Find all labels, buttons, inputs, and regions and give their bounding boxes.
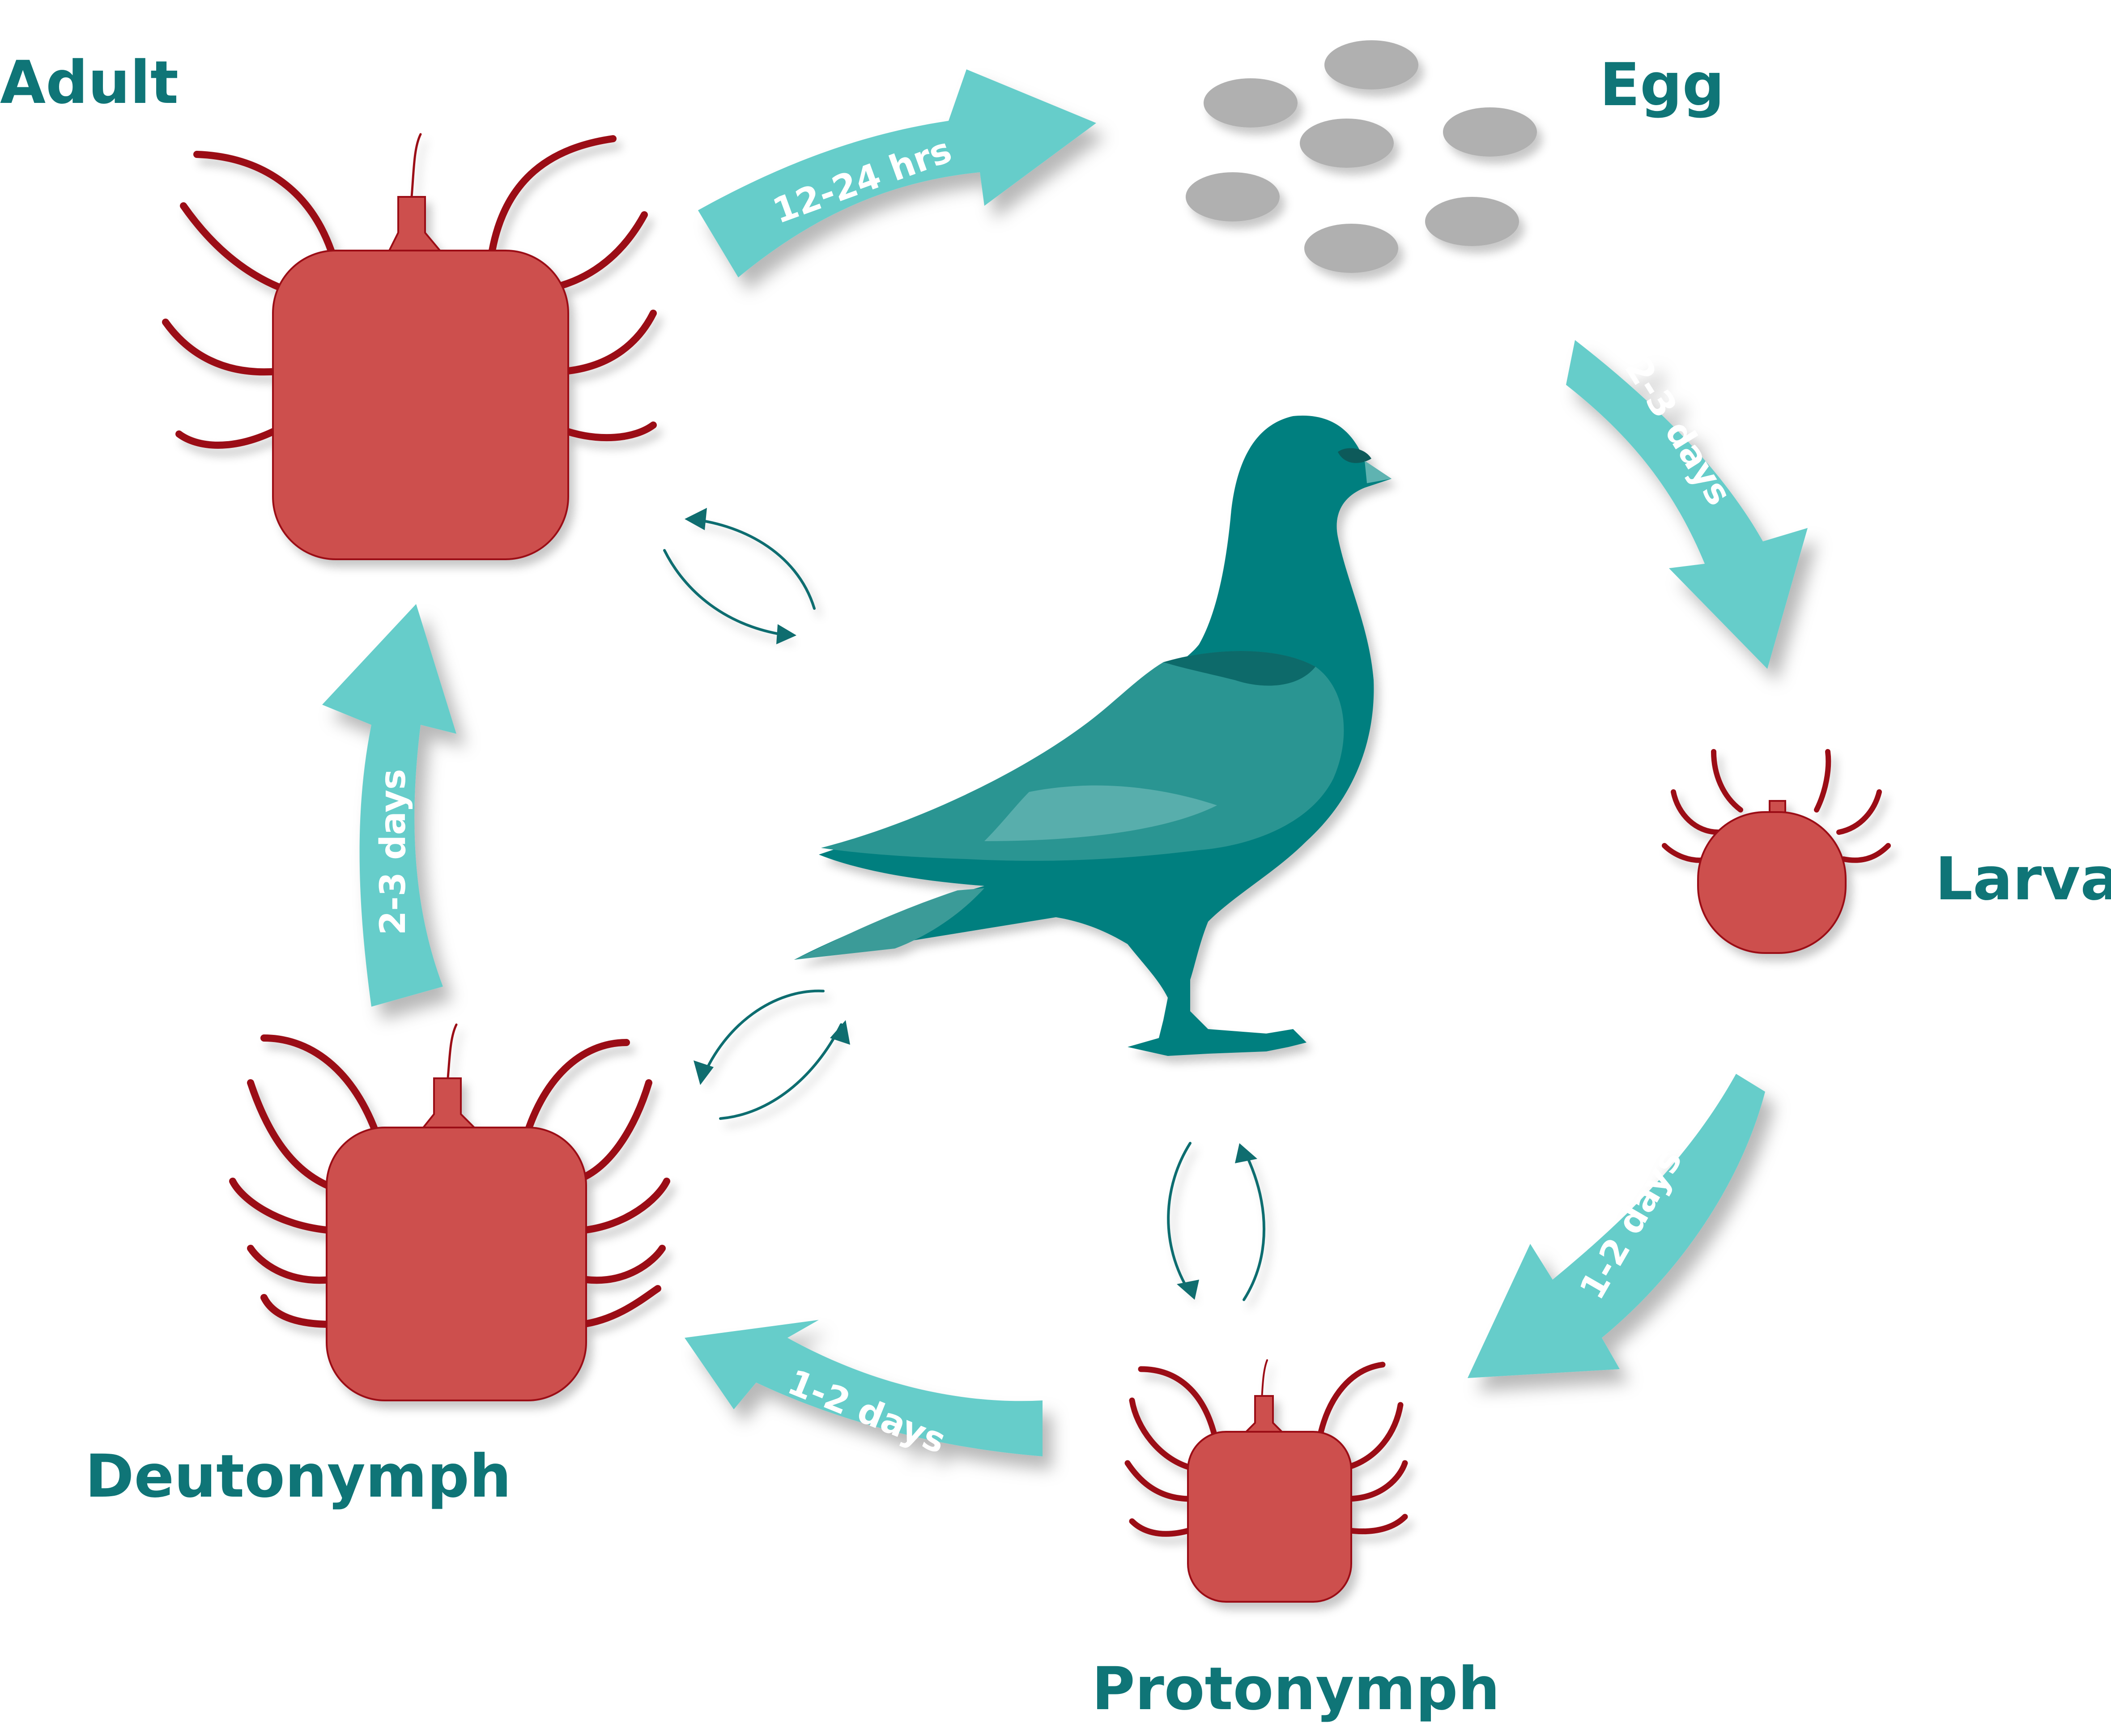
egg-4: [1443, 107, 1537, 157]
duration-label-deutonymph-to-adult: 2-3 days: [373, 769, 413, 935]
stage-label-protonymph: Protonymph: [1092, 1655, 1500, 1723]
swap-arrowhead: [830, 1020, 850, 1045]
egg-cluster-icon: [1186, 40, 1537, 273]
egg-1: [1324, 40, 1418, 89]
egg-7: [1425, 197, 1519, 246]
cycle-arrow-larva-to-protonymph: 1-2 days: [1468, 1074, 1765, 1378]
swap-arrowhead: [1177, 1280, 1199, 1300]
swap-arrowhead: [685, 508, 707, 530]
egg-6: [1304, 224, 1398, 273]
stage-label-egg: Egg: [1600, 51, 1724, 119]
swap-arrowhead: [776, 624, 796, 644]
swap-arrowhead: [694, 1060, 714, 1085]
stage-label-larva: Larva: [1935, 845, 2111, 914]
cycle-arrow-adult-to-egg: 12-24 hrs: [698, 69, 1096, 277]
egg-5: [1186, 172, 1280, 221]
stage-label-adult: Adult: [0, 48, 179, 117]
swap-arrowhead: [1235, 1143, 1257, 1163]
deutonymph-mite-icon: [229, 1023, 670, 1401]
adult-mite-icon: [162, 133, 657, 560]
cycle-arrow-egg-to-larva: 2-3 days: [1566, 340, 1808, 669]
pigeon-icon: [794, 415, 1392, 1056]
larva-mite-icon: [1662, 749, 1891, 954]
cycle-arrow-protonymph-to-deutonymph: 1-2 days: [685, 1320, 1043, 1462]
egg-2: [1204, 78, 1298, 128]
swap-arrows-icon-protonymph: [1167, 1142, 1265, 1301]
swap-arrows-icon-deutonymph: [701, 989, 843, 1120]
cycle-arrow-deutonymph-to-adult: 2-3 days: [322, 604, 456, 1007]
protonymph-mite-icon: [1124, 1359, 1408, 1603]
stage-label-deutonymph: Deutonymph: [85, 1442, 511, 1511]
egg-3: [1300, 119, 1394, 168]
swap-arrows-icon-adult: [663, 518, 816, 637]
